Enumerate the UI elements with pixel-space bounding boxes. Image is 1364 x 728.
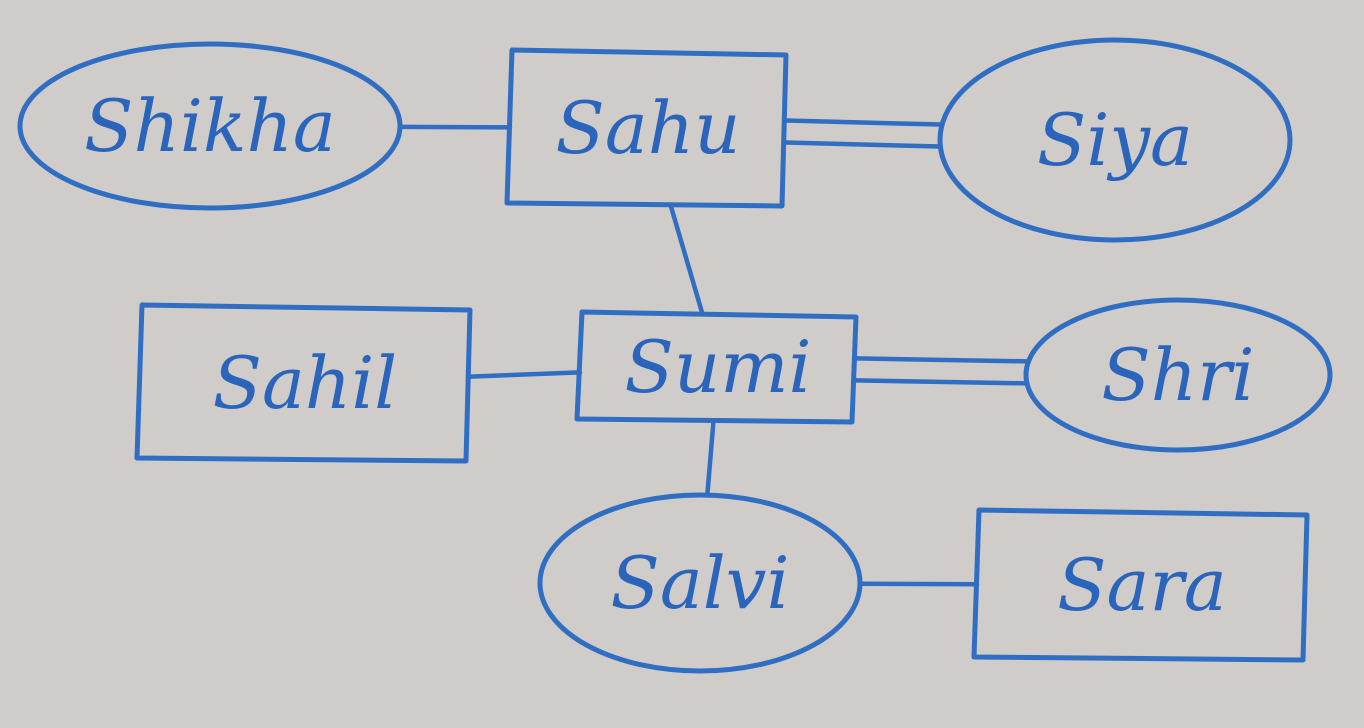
edge-line <box>853 356 1029 364</box>
node-label: Siya <box>1037 98 1193 182</box>
edge-line <box>857 581 980 587</box>
edge-sumi-shri <box>853 356 1029 386</box>
node-label: Sahu <box>556 86 741 170</box>
edge-line <box>853 378 1029 386</box>
edge-sahil-sumi <box>467 370 583 379</box>
node-ellipse <box>1023 297 1333 453</box>
node-label: Shri <box>1101 333 1254 417</box>
node-label: Shikha <box>84 84 336 168</box>
node-rectangle <box>504 47 789 209</box>
node-sumi: Sumi <box>574 309 859 425</box>
edge-salvi-sara <box>857 581 980 587</box>
edge-line <box>705 419 716 498</box>
node-siya: Siya <box>937 37 1293 243</box>
edges-layer <box>397 118 1029 587</box>
node-rectangle <box>971 507 1310 663</box>
node-rectangle <box>574 309 859 425</box>
edge-line <box>784 118 943 127</box>
edge-line <box>668 203 705 315</box>
node-ellipse <box>17 41 403 211</box>
node-sara: Sara <box>971 507 1310 663</box>
edge-sahu-siya <box>783 118 943 149</box>
edge-line <box>783 140 943 149</box>
node-ellipse <box>937 37 1293 243</box>
edge-line <box>467 370 583 379</box>
node-label: Sumi <box>625 325 812 409</box>
node-shikha: Shikha <box>17 41 403 211</box>
node-shri: Shri <box>1023 297 1333 453</box>
node-label: Salvi <box>611 541 790 625</box>
edge-line <box>397 124 513 130</box>
edge-sahu-sumi <box>668 203 705 315</box>
node-label: Sara <box>1057 543 1227 627</box>
edge-sumi-salvi <box>705 419 716 498</box>
node-salvi: Salvi <box>537 492 863 674</box>
node-sahu: Sahu <box>504 47 789 209</box>
node-label: Sahil <box>213 341 398 425</box>
node-ellipse <box>537 492 863 674</box>
edge-shikha-sahu <box>397 124 513 130</box>
node-sahil: Sahil <box>134 302 473 464</box>
node-rectangle <box>134 302 473 464</box>
